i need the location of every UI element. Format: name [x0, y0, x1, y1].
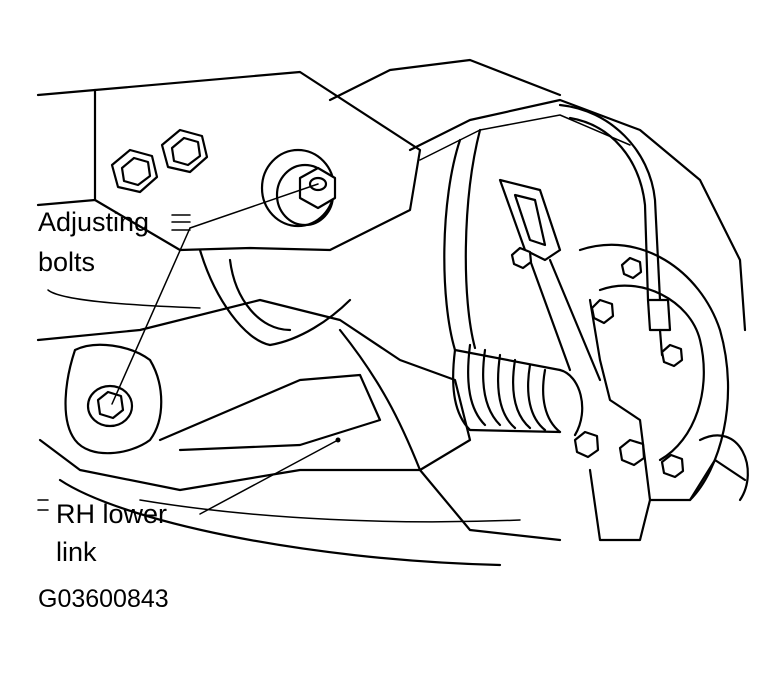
leader-lines: [37, 183, 341, 515]
leader-bolts-tail: [47, 289, 201, 309]
lower-link-arm: [36, 248, 562, 567]
knuckle-nuts: [510, 246, 685, 479]
bolt-2: [160, 128, 209, 174]
drive-shaft-boot: [452, 343, 584, 437]
leader-rh-lower-link: [199, 439, 339, 515]
bolt-group-upper: [86, 128, 337, 428]
leader-dashes-lower-link: [37, 499, 49, 511]
adjusting-bolts-label-line2: bolts: [38, 247, 96, 277]
leader-adjusting-bolts-lower: [111, 227, 191, 405]
adjusting-bolt-lower: [86, 384, 134, 428]
brake-knuckle: [443, 128, 749, 542]
body-panel: [36, 58, 747, 332]
figure-code: G03600843: [38, 585, 169, 613]
rh-lower-link-label-line1: RH lower: [56, 499, 168, 529]
leader-rh-lower-link-dot: [335, 437, 341, 443]
bolt-1: [110, 148, 159, 194]
adjusting-bolts-label-line1: Adjusting: [38, 207, 150, 237]
leader-adjusting-bolts-upper: [189, 183, 319, 229]
rh-lower-link-label-line2: link: [56, 537, 97, 567]
adjusting-bolt-upper: [260, 148, 337, 228]
leader-dashes-adjusting: [171, 214, 191, 231]
